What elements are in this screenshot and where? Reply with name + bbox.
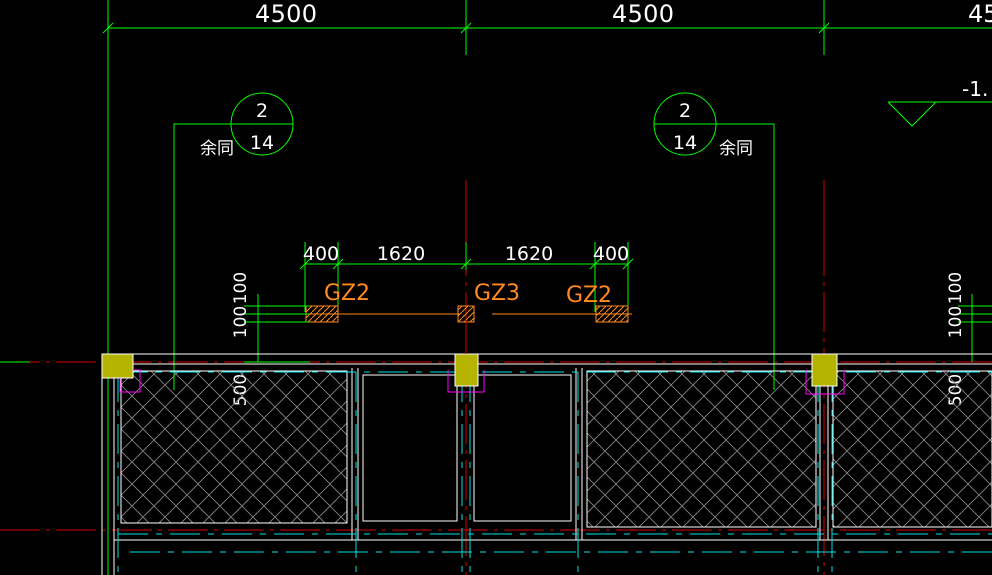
- detail-callout-left[interactable]: [173, 92, 294, 390]
- cyan-dashed-lines: [117, 371, 992, 575]
- hatched-panel-middle[interactable]: [586, 370, 817, 528]
- top-dimension: [102, 0, 992, 575]
- dim-4500-right: 4500: [612, 0, 674, 28]
- pier-center[interactable]: [454, 353, 479, 387]
- hatched-panel-left[interactable]: [120, 370, 348, 524]
- pier-group: [101, 353, 845, 395]
- vertical-dimension-right: [958, 294, 992, 362]
- pier-left[interactable]: [101, 353, 134, 379]
- dim-100-top-right: 100: [946, 272, 966, 304]
- pier-right[interactable]: [811, 353, 838, 387]
- dim-400-a: 400: [303, 243, 339, 265]
- dim-100-top-left: 100: [231, 272, 251, 304]
- dim-1620-b: 1620: [377, 243, 425, 265]
- vertical-dimension-left: [244, 294, 310, 363]
- detail-left-number: 2: [256, 100, 268, 122]
- label-gz3: GZ3: [474, 281, 520, 306]
- label-gz2-right: GZ2: [566, 283, 612, 308]
- row-dimension: [299, 242, 634, 312]
- dim-100-bottom-left: 100: [231, 306, 251, 338]
- detail-right-number: 2: [679, 100, 691, 122]
- dim-1620-c: 1620: [505, 243, 553, 265]
- dim-400-d: 400: [593, 243, 629, 265]
- detail-right-sheet: 14: [673, 132, 697, 154]
- dim-4500-left: 4500: [255, 0, 317, 28]
- column-gz3[interactable]: [457, 305, 475, 323]
- dim-45-edge: 45: [968, 0, 992, 28]
- dim-100-bottom-right: 100: [946, 306, 966, 338]
- elevation-value: -1.: [962, 77, 988, 101]
- opening-frames: [362, 374, 572, 522]
- column-gz2-left[interactable]: [305, 305, 339, 323]
- column-gz2-right[interactable]: [595, 305, 629, 323]
- detail-callout-right[interactable]: [653, 92, 775, 390]
- wall-outline: [101, 353, 992, 575]
- hatched-panel-right[interactable]: [832, 370, 992, 528]
- detail-left-sheet: 14: [250, 132, 274, 154]
- detail-right-note: 余同: [719, 139, 753, 159]
- detail-left-note: 余同: [200, 139, 234, 159]
- label-gz2-left: GZ2: [324, 281, 370, 306]
- elevation-marker-icon: [887, 101, 992, 127]
- axis-extensions-top: [465, 180, 825, 354]
